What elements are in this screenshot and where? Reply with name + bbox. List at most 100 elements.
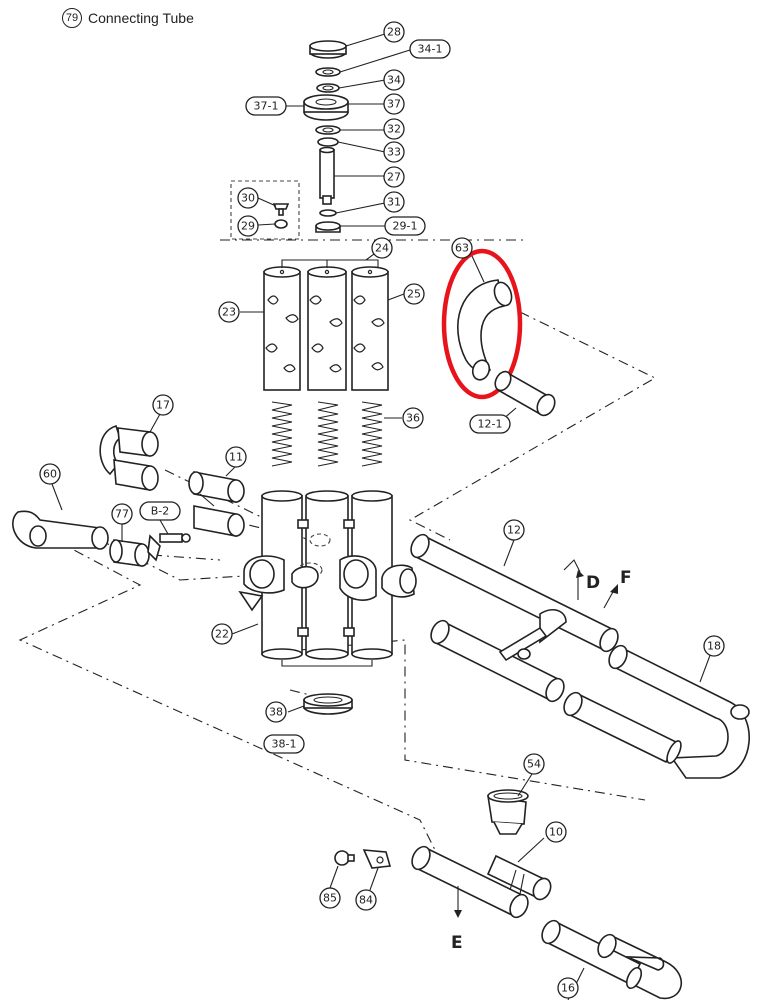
flow-label-E: E (451, 933, 463, 953)
svg-text:32: 32 (387, 123, 401, 136)
part-28[interactable] (309, 40, 347, 59)
filter-housing-22[interactable] (238, 490, 417, 660)
svg-text:22: 22 (215, 628, 229, 641)
sleeve-77[interactable] (109, 539, 150, 567)
callout-32: 32 (383, 118, 405, 140)
part-33[interactable] (317, 137, 339, 147)
part-29-1[interactable] (315, 221, 341, 233)
callout-28: 28 (383, 21, 405, 43)
part-34[interactable] (316, 83, 340, 93)
callout-24: 24 (371, 237, 393, 259)
part-29-nut[interactable] (274, 219, 288, 229)
valve-B-2[interactable] (147, 533, 191, 562)
pipe-12[interactable] (408, 532, 622, 705)
svg-text:63: 63 (455, 242, 469, 255)
part-32[interactable] (315, 125, 341, 135)
svg-text:38-1: 38-1 (272, 738, 297, 751)
svg-text:18: 18 (707, 640, 721, 653)
callout-34: 34 (383, 69, 405, 91)
svg-text:B-2: B-2 (151, 505, 170, 518)
cartridge-25[interactable] (351, 266, 389, 391)
part-31[interactable] (319, 209, 337, 217)
highlight-ring-63 (441, 248, 523, 400)
callout-38: 38 (265, 701, 287, 723)
tube-12-1[interactable] (492, 369, 558, 419)
svg-text:77: 77 (115, 508, 129, 521)
callout-84: 84 (355, 889, 377, 911)
svg-text:27: 27 (387, 171, 401, 184)
flow-label-D: D (586, 573, 600, 593)
part-30-screw[interactable] (272, 203, 290, 216)
svg-text:84: 84 (359, 894, 373, 907)
callout-54: 54 (523, 753, 545, 775)
callout-17: 17 (152, 394, 174, 416)
springs-36[interactable] (271, 401, 383, 467)
elbow-17[interactable] (99, 425, 159, 491)
pipe-10[interactable] (409, 844, 554, 921)
callout-16: 16 (557, 977, 579, 999)
elbow-tube-60[interactable] (12, 510, 109, 550)
svg-text:29: 29 (241, 220, 255, 233)
svg-text:12: 12 (507, 524, 521, 537)
svg-text:33: 33 (387, 146, 401, 159)
ring-38[interactable] (303, 693, 353, 715)
callout-27: 27 (383, 166, 405, 188)
part-27-spindle[interactable] (319, 146, 335, 205)
callout-29-1: 29-1 (384, 216, 426, 236)
callouts: 28 34-1 34 37-1 37 32 33 27 30 29 31 29-… (39, 21, 725, 999)
svg-text:31: 31 (387, 196, 401, 209)
svg-text:12-1: 12-1 (478, 418, 503, 431)
cartridge-24[interactable] (307, 266, 347, 391)
fitting-54[interactable] (487, 789, 529, 835)
fitting-11[interactable] (188, 471, 245, 537)
callout-77: 77 (111, 503, 133, 525)
svg-text:37: 37 (387, 98, 401, 111)
svg-text:60: 60 (43, 468, 57, 481)
callout-36: 36 (402, 407, 424, 429)
leader-lines (51, 33, 713, 1000)
callout-10: 10 (545, 821, 567, 843)
svg-text:28: 28 (387, 26, 401, 39)
flow-arrow-F (603, 584, 618, 609)
svg-text:10: 10 (549, 826, 563, 839)
callout-30: 30 (237, 187, 259, 209)
svg-text:38: 38 (269, 706, 283, 719)
flow-arrow-E (454, 886, 462, 918)
svg-text:29-1: 29-1 (393, 220, 418, 233)
callout-25: 25 (403, 283, 425, 305)
bracket-22 (281, 660, 373, 667)
svg-text:54: 54 (527, 758, 541, 771)
callout-37: 37 (383, 93, 405, 115)
svg-text:34-1: 34-1 (418, 43, 443, 56)
flow-label-F: F (620, 568, 632, 588)
figure-number-badge: 79 (62, 8, 82, 28)
svg-text:11: 11 (229, 451, 243, 464)
svg-text:24: 24 (375, 242, 389, 255)
part-37[interactable] (303, 94, 349, 121)
callout-31: 31 (383, 191, 405, 213)
callout-23: 23 (218, 301, 240, 323)
cartridge-23[interactable] (263, 266, 301, 391)
u-tube-16[interactable] (539, 918, 683, 1000)
clip-84[interactable] (362, 849, 392, 869)
elbow-tube-63[interactable] (457, 279, 515, 382)
svg-text:30: 30 (241, 192, 255, 205)
part-34-1[interactable] (315, 67, 341, 77)
callout-37-1: 37-1 (245, 96, 287, 116)
callout-B-2: B-2 (139, 501, 181, 521)
svg-text:16: 16 (561, 982, 575, 995)
callout-22: 22 (211, 623, 233, 645)
callout-18: 18 (703, 635, 725, 657)
diagram-header: 79 Connecting Tube (62, 6, 194, 30)
callout-38-1: 38-1 (263, 734, 305, 754)
svg-text:36: 36 (406, 412, 420, 425)
callout-85: 85 (319, 887, 341, 909)
callout-12-1: 12-1 (469, 414, 511, 434)
diagram-title: Connecting Tube (88, 10, 194, 26)
u-tube-18[interactable] (561, 643, 750, 779)
svg-text:85: 85 (323, 892, 337, 905)
knob-85[interactable] (334, 850, 355, 866)
callout-60: 60 (39, 463, 61, 485)
svg-text:37-1: 37-1 (254, 100, 279, 113)
